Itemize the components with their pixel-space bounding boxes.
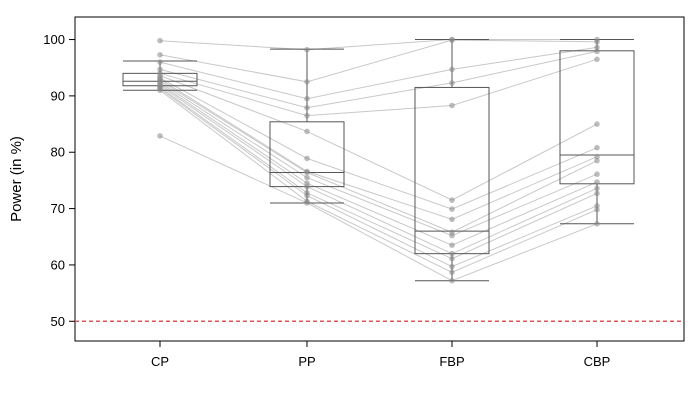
data-point-FBP-15 <box>449 269 455 276</box>
data-point-PP-7 <box>304 155 310 162</box>
y-tick-label-50: 50 <box>51 314 65 329</box>
data-point-FBP-11 <box>449 242 455 248</box>
series-line-4 <box>159 50 598 109</box>
data-point-FBP-2 <box>449 37 455 43</box>
data-point-CP-4 <box>157 66 163 73</box>
data-point-FBP-6 <box>449 197 455 203</box>
data-point-PP-9 <box>304 169 310 176</box>
data-point-FBP-8 <box>449 216 455 223</box>
data-point-CBP-6 <box>594 121 600 127</box>
data-point-FBP-10 <box>449 232 455 239</box>
boxplots-layer <box>122 39 635 282</box>
data-point-PP-5 <box>304 112 310 119</box>
series-line-1 <box>159 39 597 51</box>
data-point-FBP-5 <box>449 102 455 109</box>
data-point-CBP-14 <box>594 203 600 209</box>
data-point-CBP-16 <box>594 221 600 227</box>
data-point-PP-1 <box>304 46 310 53</box>
x-tick-label-FBP: FBP <box>439 354 464 369</box>
data-point-CBP-2 <box>594 39 600 45</box>
data-point-CBP-4 <box>594 48 600 55</box>
data-point-CBP-11 <box>594 179 600 185</box>
x-tick-label-PP: PP <box>298 354 315 369</box>
series-line-7 <box>159 77 598 210</box>
data-point-FBP-13 <box>449 255 455 262</box>
data-point-PP-14 <box>304 192 310 199</box>
data-point-PP-4 <box>304 104 310 111</box>
data-point-CP-16 <box>157 133 163 139</box>
data-point-PP-12 <box>304 183 310 190</box>
points-layer <box>157 36 600 284</box>
box-iqr <box>414 86 490 255</box>
data-point-FBP-14 <box>449 263 455 270</box>
y-tick-label-90: 90 <box>51 88 65 103</box>
data-point-PP-2 <box>304 79 310 85</box>
series-line-6 <box>159 75 598 201</box>
series-line-16 <box>159 135 598 282</box>
y-axis: 50 60 70 80 90 100 <box>43 32 75 329</box>
series-line-10 <box>159 81 598 237</box>
data-point-CBP-7 <box>594 144 600 151</box>
series-line-11 <box>159 83 598 246</box>
y-axis-title: Power (in %) <box>8 136 25 222</box>
data-point-CBP-13 <box>594 190 600 197</box>
data-point-CP-15 <box>157 87 163 94</box>
series-line-5 <box>159 58 598 117</box>
x-axis: CP PP FBP CBP <box>151 341 610 369</box>
series-line-14 <box>159 88 598 268</box>
y-tick-label-60: 60 <box>51 257 65 272</box>
data-point-PP-16 <box>304 200 310 206</box>
paired-lines-layer <box>159 39 598 282</box>
data-point-CBP-8 <box>594 153 600 160</box>
series-line-15 <box>159 89 598 273</box>
series-line-3 <box>159 46 598 100</box>
data-point-CP-3 <box>157 59 163 65</box>
data-point-CP-1 <box>157 37 163 44</box>
data-point-CBP-12 <box>594 185 600 192</box>
x-tick-label-CBP: CBP <box>584 354 611 369</box>
box-iqr <box>559 50 635 185</box>
data-point-CBP-9 <box>594 157 600 164</box>
series-line-13 <box>159 86 598 260</box>
data-point-CBP-5 <box>594 56 600 63</box>
data-point-CBP-15 <box>594 206 600 213</box>
data-point-PP-6 <box>304 128 310 135</box>
data-point-CBP-3 <box>594 44 600 51</box>
data-point-PP-3 <box>304 95 310 102</box>
x-tick-label-CP: CP <box>151 354 169 369</box>
data-point-CP-2 <box>157 52 163 58</box>
data-point-FBP-7 <box>449 206 455 212</box>
data-point-FBP-4 <box>449 80 455 86</box>
series-line-2 <box>159 39 598 83</box>
series-line-12 <box>159 85 598 255</box>
data-point-PP-10 <box>304 174 310 181</box>
series-line-8 <box>159 78 598 220</box>
y-tick-label-80: 80 <box>51 145 65 160</box>
plot-frame <box>74 16 685 342</box>
data-point-CBP-10 <box>594 171 600 177</box>
data-point-FBP-3 <box>449 66 455 73</box>
data-point-FBP-12 <box>449 250 455 257</box>
series-line-9 <box>159 80 598 233</box>
data-point-FBP-16 <box>449 277 455 284</box>
y-tick-label-70: 70 <box>51 201 65 216</box>
y-tick-label-100: 100 <box>43 32 65 47</box>
